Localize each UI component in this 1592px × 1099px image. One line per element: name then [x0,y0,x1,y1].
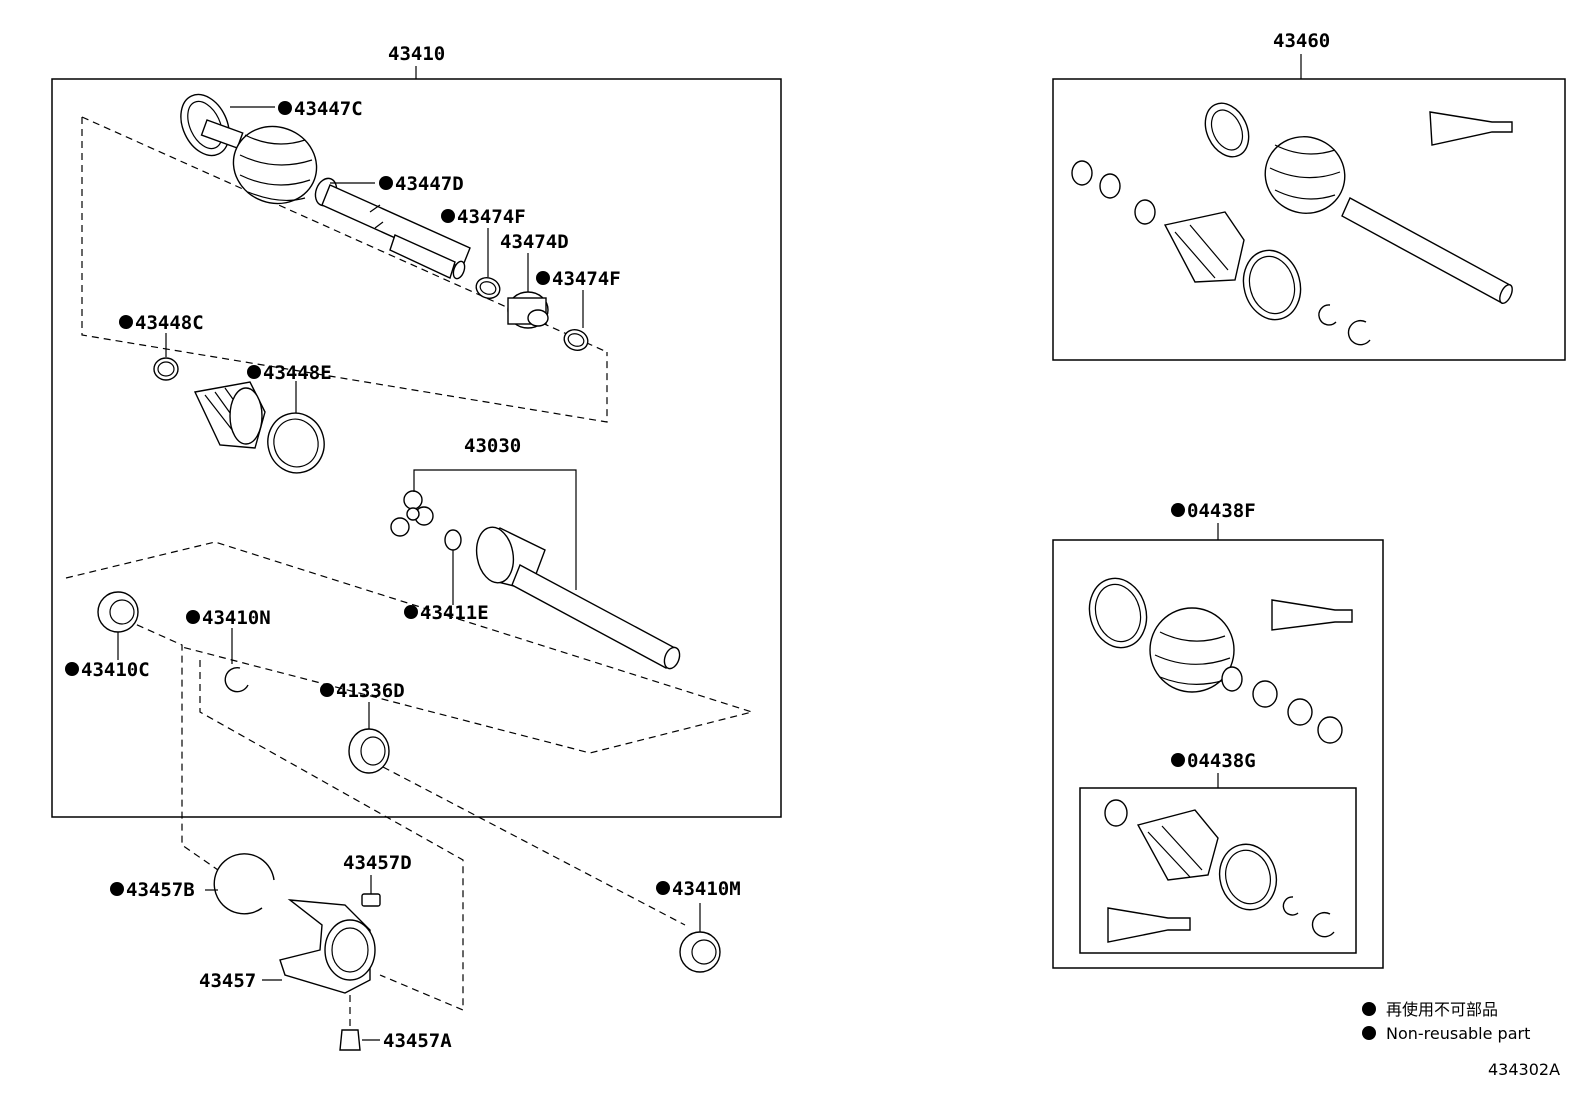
assembly-box-43460 [1052,78,1566,361]
legend-dot-icon [1362,1002,1376,1016]
label-43457: 43457 [199,970,256,992]
clamp-43474F-b [563,329,589,351]
legend-english: Non-reusable part [1386,1024,1530,1043]
label-43457B: 43457B [126,879,195,901]
assembly-43410: 43410 [51,43,782,1011]
bolt-43457D [361,875,381,907]
label-43474F-a: 43474F [457,206,526,228]
assembly-04438F: 04438F 04438G [1052,500,1384,969]
label-43411E: 43411E [420,602,489,624]
label-43457D: 43457D [343,852,412,874]
inboard-joint-43030: 43030 [413,435,681,670]
bracket-parts [205,853,721,1051]
label-43447C: 43447C [294,98,363,120]
label-43447D: 43447D [395,173,464,195]
drawing-code: 434302A [1488,1060,1560,1079]
outer-cv-joint-part [180,93,471,280]
snap-ring-43411E [444,529,462,551]
legend-japanese: 再使用不可部品 [1386,1000,1498,1019]
assembly-43460: 43460 [1052,30,1566,361]
assembly-label-04438G: 04438G [1187,750,1256,772]
clamp-43448E [267,412,325,474]
snap-ring-43457B [213,853,275,915]
assembly-label-43030: 43030 [464,435,521,457]
label-43410N: 43410N [202,607,271,629]
label-43457A: 43457A [383,1030,452,1052]
label-43448C: 43448C [135,312,204,334]
clamp-43474F-a [475,277,501,299]
label-43448E: 43448E [263,362,332,384]
bolt-43457A [339,1029,361,1051]
damper-43474D [507,291,549,329]
seal-41336D [348,728,390,774]
bracket-43457 [279,899,376,994]
label-43474D: 43474D [500,231,569,253]
assembly-label-43410: 43410 [388,43,445,65]
legend: 再使用不可部品 Non-reusable part 434302A [1362,1000,1560,1079]
label-43410C: 43410C [81,659,150,681]
assembly-label-04438F: 04438F [1187,500,1256,522]
bearing-43410C [97,591,139,633]
label-43474F-b: 43474F [552,268,621,290]
tripod-part [390,490,434,537]
part-labels: 43447C 43447D 43474F 43474D 43474F 43448… [65,98,741,1052]
legend-dot-icon [1362,1026,1376,1040]
bearing-43410M [679,931,721,973]
assembly-box-04438G [1079,787,1357,954]
assembly-box-04438F [1052,539,1384,969]
inner-boot-part [193,381,266,449]
clamp-43448C [153,357,179,381]
label-41336D: 41336D [336,680,405,702]
assembly-box-43410 [51,78,782,818]
snap-ring-43410N [224,666,249,693]
label-43410M: 43410M [672,878,741,900]
assembly-label-43460: 43460 [1273,30,1330,52]
